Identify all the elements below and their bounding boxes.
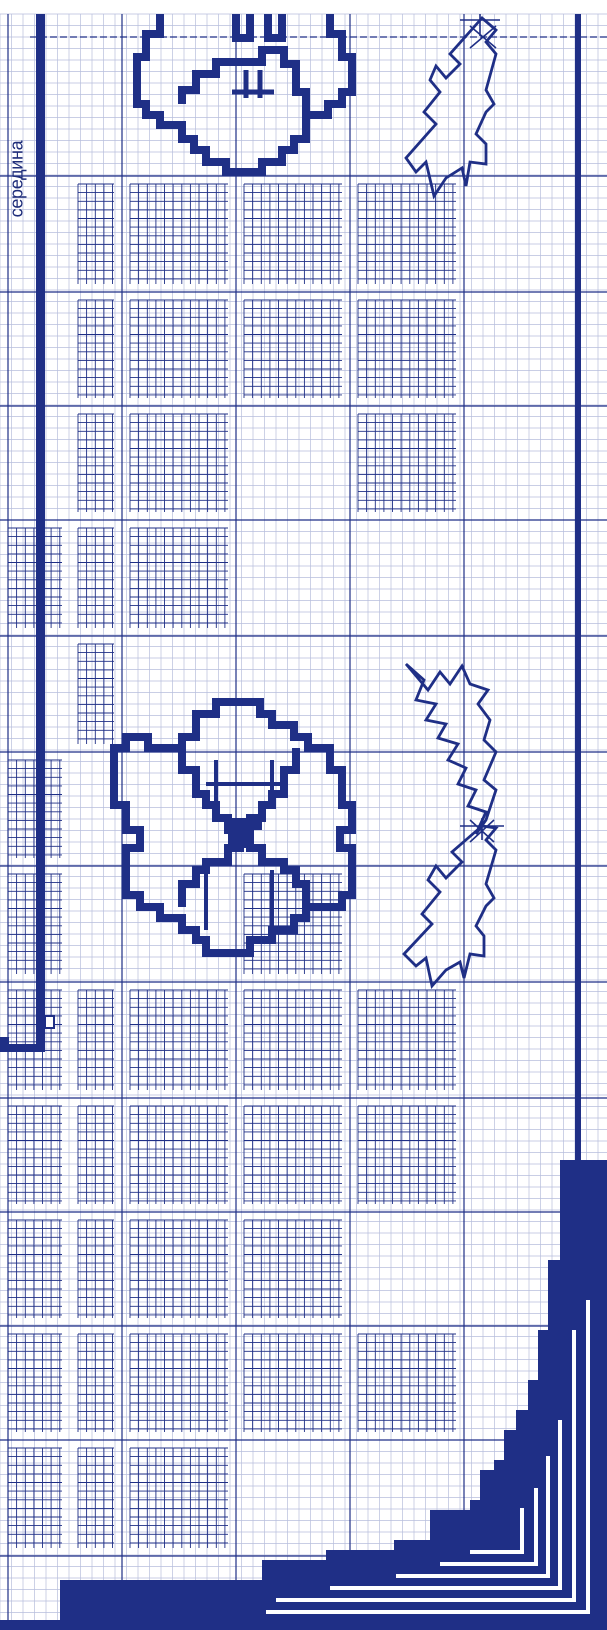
fine-grid <box>0 14 607 1620</box>
middle-label-wrap: середина <box>3 124 31 234</box>
middle-label: середина <box>7 141 28 218</box>
leaf-top <box>406 14 500 196</box>
double-heart-with-bow-top <box>137 14 352 172</box>
thick-borders <box>0 14 607 1630</box>
major-grid <box>0 14 607 1620</box>
leaf-middle <box>406 664 496 834</box>
leaf-lower <box>404 818 504 986</box>
